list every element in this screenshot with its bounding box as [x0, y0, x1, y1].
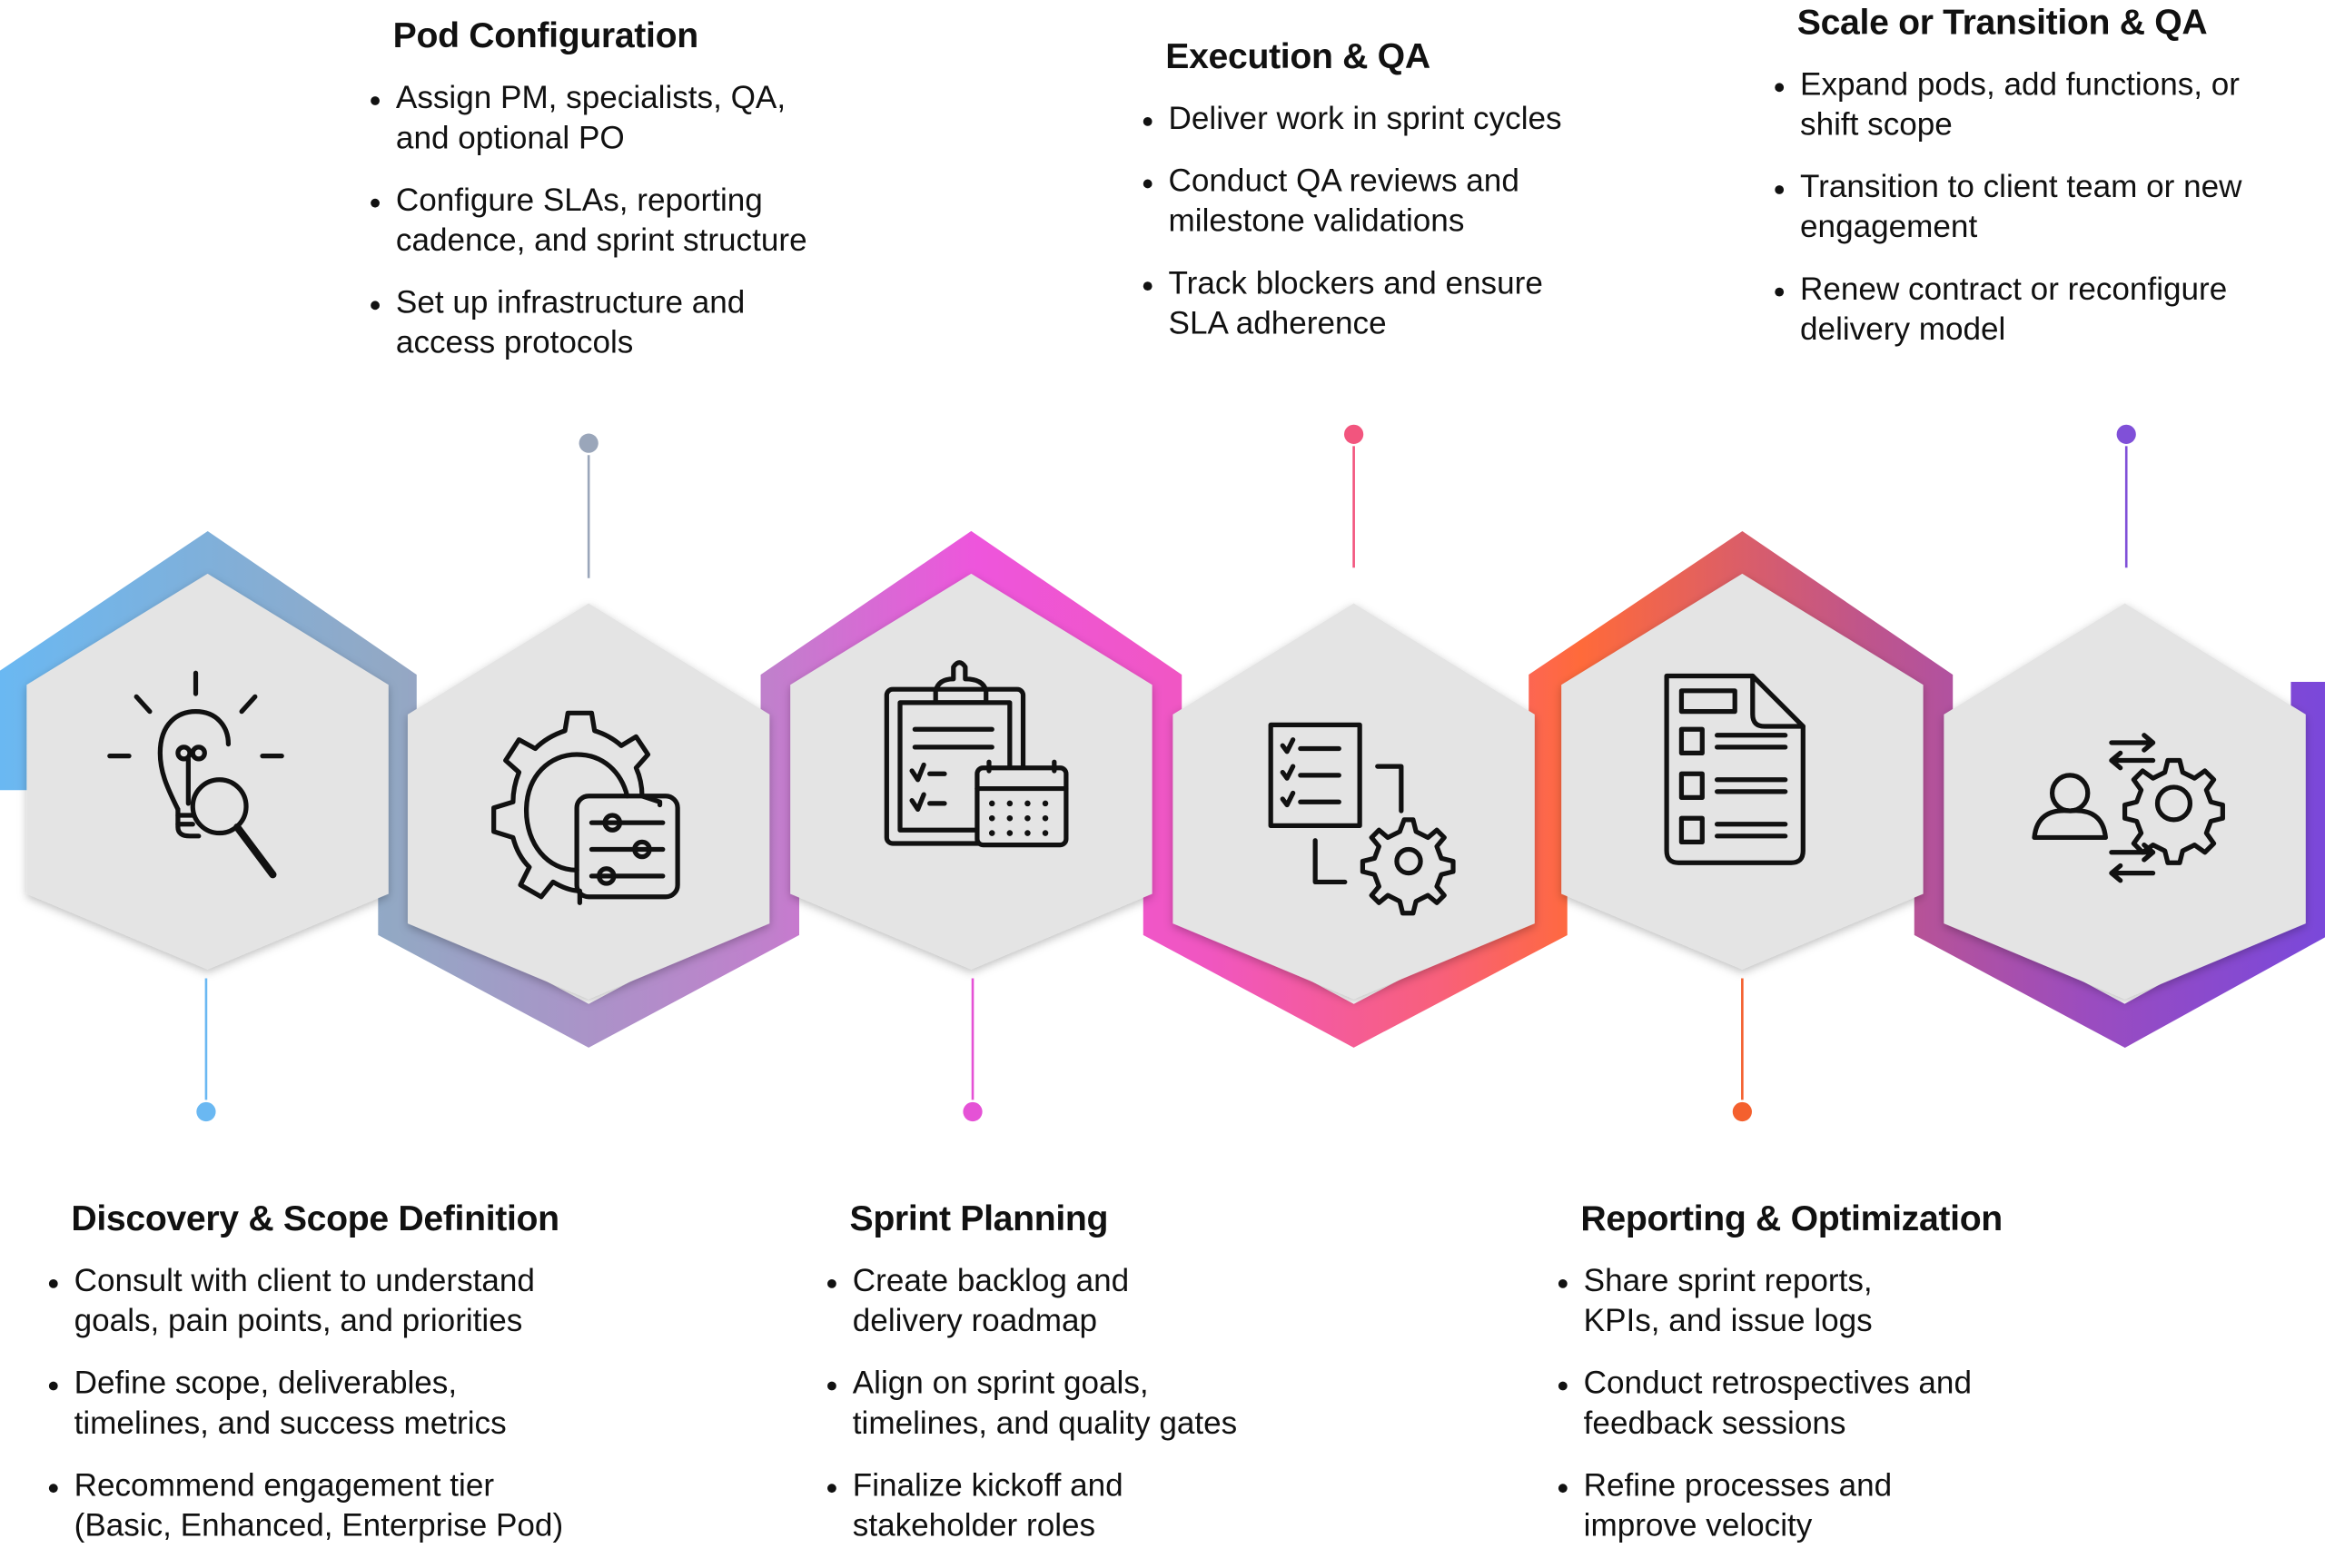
bullet-line: and optional PO — [395, 120, 625, 156]
bullet-item: Recommend engagement tier(Basic, Enhance… — [48, 1466, 564, 1546]
bullet-line: cadence, and sprint structure — [395, 222, 807, 259]
bullet-line: Expand pods, add functions, or — [1800, 66, 2241, 103]
bullet-line: Align on sprint goals, — [852, 1365, 1149, 1401]
hexagon-scale-transition — [1944, 603, 2306, 1000]
bullet-line: shift scope — [1800, 106, 1953, 143]
bullet-line: delivery model — [1800, 311, 2006, 348]
hexagon-reporting-optimization — [1561, 573, 1924, 970]
bullet-list: Share sprint reports, KPIs, and issue log… — [1558, 1261, 2003, 1546]
bullet-item: Align on sprint goals, timelines, and qua… — [826, 1364, 1238, 1444]
bullet-line: Finalize kickoff and — [852, 1467, 1123, 1504]
bullet-item: Deliver work in sprint cycles — [1143, 99, 1562, 139]
connector-dot-sprint-planning — [963, 1101, 983, 1122]
stage-title: Pod Configuration — [392, 15, 698, 57]
bullet-line: delivery roadmap — [852, 1303, 1098, 1339]
bullet-line: access protocols — [395, 324, 634, 360]
bullet-line: SLA adherence — [1168, 305, 1387, 341]
bullet-list: Consult with client to understand goals, … — [48, 1261, 564, 1546]
bullet-item: Conduct retrospectives and feedback sessi… — [1558, 1364, 2003, 1444]
stage-title: Discovery & Scope Definition — [71, 1198, 559, 1239]
connector-dot-pod-configuration — [579, 433, 599, 453]
bullet-line: (Basic, Enhanced, Enterprise Pod) — [74, 1507, 564, 1543]
bullet-item: Share sprint reports, KPIs, and issue log… — [1558, 1261, 2003, 1341]
lightbulb-search-icon — [107, 670, 284, 879]
bullet-line: Consult with client to understand — [74, 1263, 535, 1299]
bullet-item: Define scope, deliverables, timelines, an… — [48, 1364, 564, 1444]
hexagon-discovery — [26, 573, 389, 970]
bullet-item: Transition to client team or new engageme… — [1775, 167, 2242, 247]
connector-dot-execution-qa — [1343, 424, 1364, 444]
bullet-line: improve velocity — [1583, 1507, 1813, 1543]
bullet-line: Renew contract or reconfigure — [1800, 271, 2228, 307]
bullet-line: timelines, and quality gates — [852, 1405, 1238, 1441]
bullet-line: Refine processes and — [1583, 1467, 1893, 1504]
connector-dot-discovery — [196, 1101, 216, 1122]
bullet-item: Configure SLAs, reporting cadence, and sp… — [371, 181, 807, 261]
connector-dot-reporting-optimization — [1732, 1101, 1752, 1122]
hexagon-execution-qa — [1172, 603, 1535, 1000]
bullet-line: timelines, and success metrics — [74, 1405, 507, 1441]
bullet-line: Recommend engagement tier — [74, 1467, 495, 1504]
gradient-zigzag-band — [0, 530, 2325, 1048]
bullet-line: Assign PM, specialists, QA, — [395, 80, 787, 116]
bullet-line: goals, pain points, and priorities — [74, 1303, 523, 1339]
stage-title: Execution & QA — [1165, 36, 1430, 77]
bullet-line: stakeholder roles — [852, 1507, 1096, 1543]
bullet-line: Deliver work in sprint cycles — [1168, 101, 1562, 137]
user-gear-exchange-icon — [2032, 733, 2225, 883]
bullet-item: Assign PM, specialists, QA, and optional … — [371, 79, 807, 159]
bullet-list: Assign PM, specialists, QA, and optional … — [371, 79, 807, 363]
bullet-line: Conduct QA reviews and — [1168, 163, 1519, 199]
bullet-line: Conduct retrospectives and — [1583, 1365, 1972, 1401]
bullet-line: Configure SLAs, reporting — [395, 182, 763, 218]
bullet-line: Track blockers and ensure — [1168, 265, 1543, 301]
stage-title: Reporting & Optimization — [1580, 1198, 2003, 1239]
bullet-line: Share sprint reports, — [1583, 1263, 1873, 1299]
hexagon-sprint-planning — [790, 573, 1153, 970]
report-document-icon — [1664, 673, 1806, 865]
bullet-item: Renew contract or reconfigure delivery mo… — [1775, 270, 2241, 350]
bullet-item: Consult with client to understand goals, … — [48, 1261, 564, 1341]
stage-execution-qa: Execution & QA Deliver work in sprint cyc… — [1143, 37, 1562, 366]
gear-settings-icon — [491, 710, 680, 905]
stage-title: Sprint Planning — [849, 1198, 1109, 1239]
bullet-line: Transition to client team or new — [1800, 169, 2242, 205]
connector-dot-scale-transition — [2116, 424, 2136, 444]
clipboard-calendar-icon — [884, 660, 1069, 848]
bullet-line: feedback sessions — [1583, 1405, 1846, 1441]
stage-scale-transition: Scale or Transition & QA Expand pods, add… — [1775, 3, 2242, 372]
stage-title: Scale or Transition & QA — [1796, 3, 2208, 44]
bullet-item: Create backlog and delivery roadmap — [826, 1261, 1237, 1341]
bullet-line: Create backlog and — [852, 1263, 1130, 1299]
hexagon-pod-configuration — [407, 603, 770, 1000]
bullet-line: KPIs, and issue logs — [1583, 1303, 1873, 1339]
bullet-line: engagement — [1800, 209, 1978, 245]
bullet-line: Set up infrastructure and — [395, 284, 746, 321]
checklist-gear-icon — [1268, 722, 1456, 916]
bullet-line: Define scope, deliverables, — [74, 1365, 458, 1401]
bullet-line: milestone validations — [1168, 202, 1465, 239]
